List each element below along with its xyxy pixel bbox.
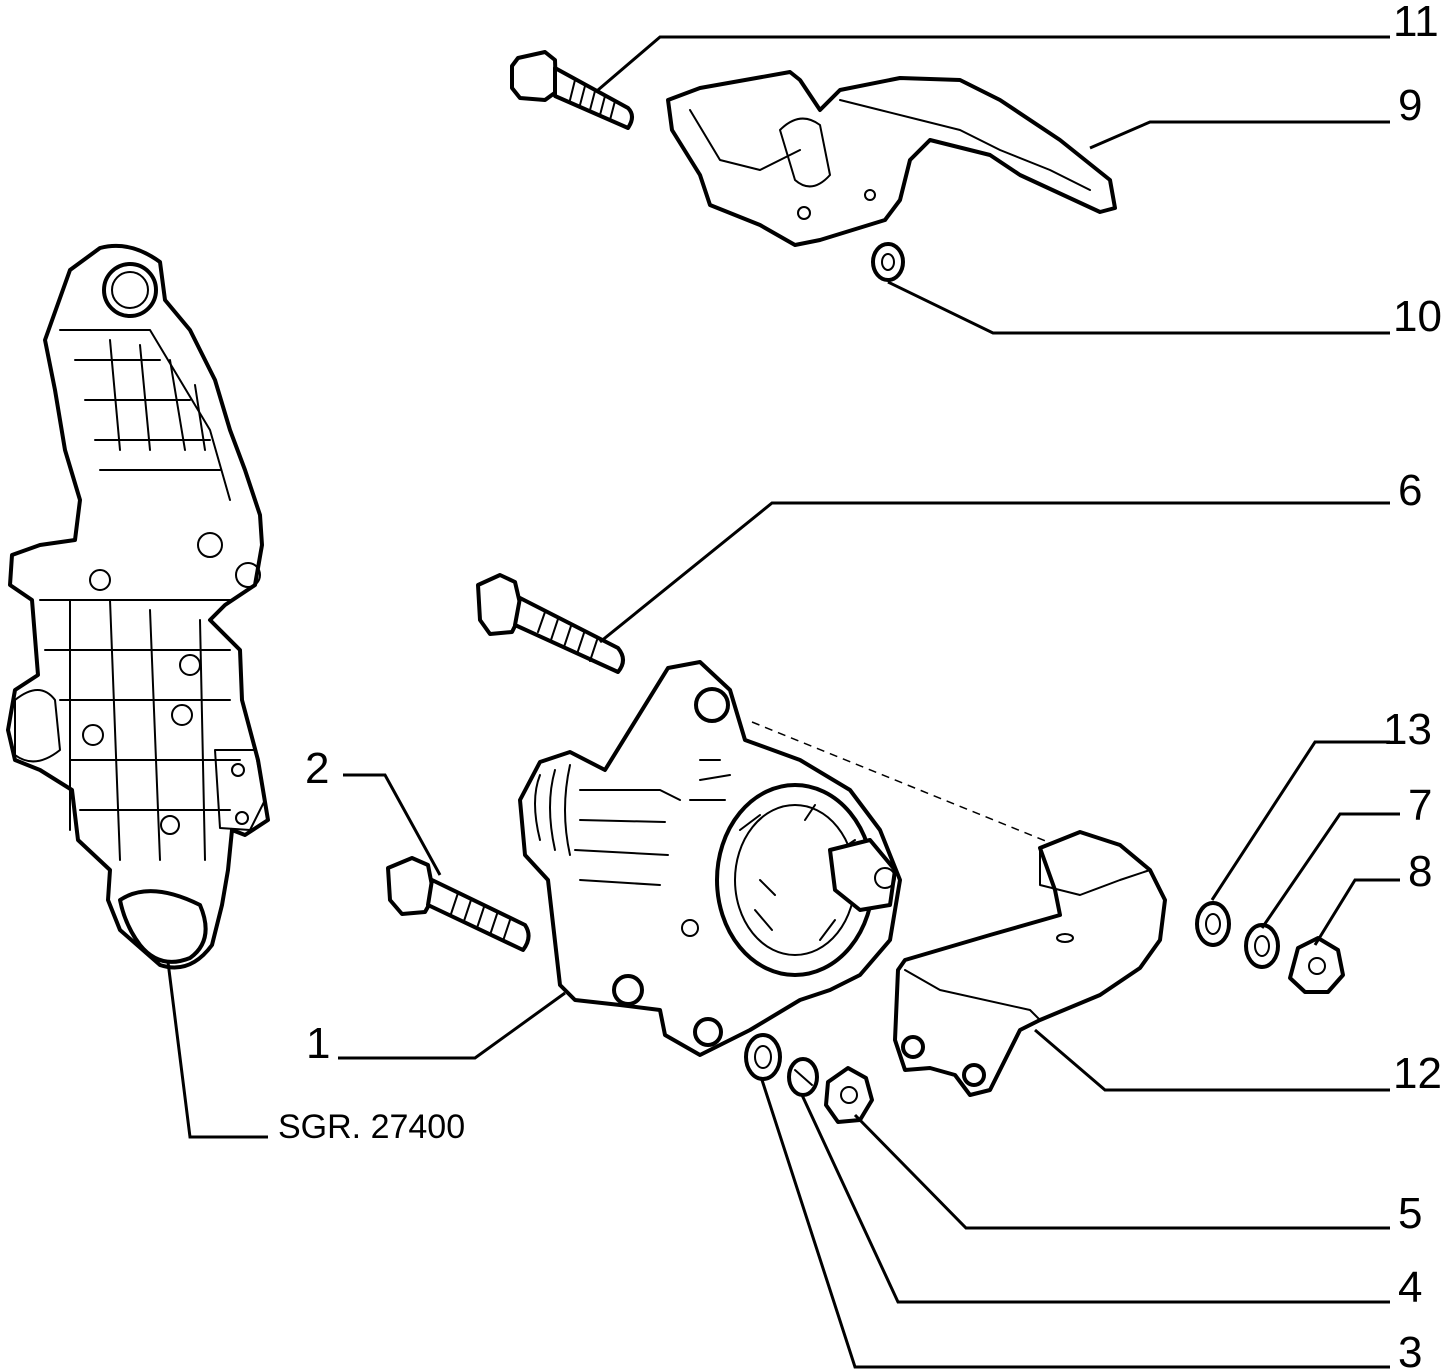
leader-2 [343,773,442,876]
washer-7 [1244,923,1280,969]
callout-6: 6 [1398,466,1422,515]
nut-5 [824,1066,874,1124]
leader-9 [1089,120,1390,150]
callout-labels: 1 2 3 4 5 6 7 8 9 10 11 12 13 SGR. 27400 [278,0,1442,1370]
leader-5 [853,1113,1390,1230]
cover-plate-9 [666,70,1117,247]
alignment-dash-line [751,721,1049,843]
nut-8 [1288,936,1345,994]
leader-8 [1313,878,1400,946]
leader-12 [1034,1028,1390,1092]
leader-lines [166,35,1400,1369]
leader-11 [597,35,1390,92]
callout-12: 12 [1393,1049,1442,1098]
callout-2: 2 [305,744,329,793]
washer-13 [1195,901,1231,947]
bolt-11 [510,50,634,130]
engine-bracket [6,243,270,970]
callout-4: 4 [1398,1263,1422,1312]
washer-3 [744,1033,782,1081]
spring-washer-4 [787,1057,819,1097]
callout-11: 11 [1393,0,1439,46]
bolt-2 [386,856,531,952]
reference-code: SGR. 27400 [278,1108,465,1146]
washer-10 [871,242,905,282]
callout-13: 13 [1383,705,1432,754]
leader-6 [599,501,1390,644]
callout-7: 7 [1408,781,1432,830]
bolt-6 [476,573,625,674]
callout-8: 8 [1408,847,1432,896]
callout-1: 1 [306,1019,330,1068]
leader-4 [800,1094,1390,1304]
leader-3 [760,1079,1390,1369]
alternator-1 [518,660,902,1057]
callout-9: 9 [1398,81,1422,130]
leader-sgr [166,961,268,1139]
bracket-12 [893,830,1167,1097]
leader-13 [1210,740,1390,901]
leader-7 [1260,812,1400,929]
callout-5: 5 [1398,1189,1422,1238]
callout-3: 3 [1398,1328,1422,1370]
leader-10 [887,280,1390,335]
leader-1 [338,991,566,1060]
callout-10: 10 [1393,292,1442,341]
